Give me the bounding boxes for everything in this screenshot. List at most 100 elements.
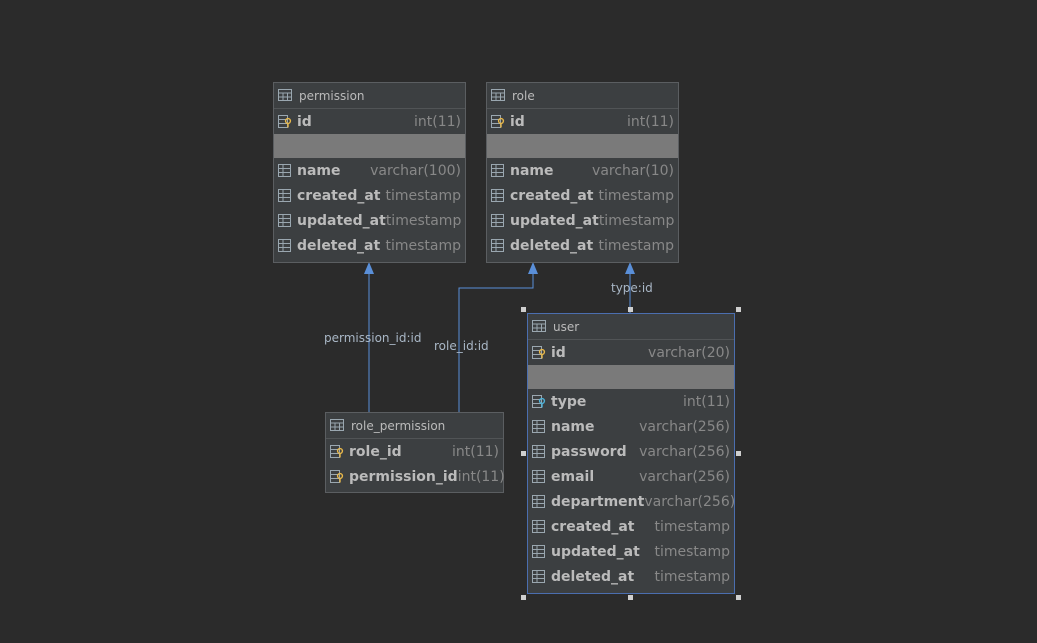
- column-icon: [278, 214, 291, 227]
- column-row-pk[interactable]: id int(11): [487, 109, 678, 134]
- column-row[interactable]: name varchar(100): [274, 158, 465, 183]
- column-icon: [491, 164, 504, 177]
- table-user[interactable]: user id varchar(20) type int(11): [527, 313, 735, 594]
- column-row[interactable]: updated_at timestamp: [528, 539, 734, 564]
- column-name: role_id: [349, 443, 402, 460]
- column-name: type: [551, 393, 587, 410]
- primary-key-icon: [330, 445, 344, 458]
- table-role-permission[interactable]: role_permission role_id int(11) permissi…: [325, 412, 505, 493]
- edge-label-type-id: type:id: [611, 281, 653, 295]
- column-icon: [532, 470, 545, 483]
- table-role[interactable]: role id int(11) name varchar(10): [486, 82, 679, 263]
- column-name: email: [551, 468, 595, 485]
- column-row[interactable]: updated_at timestamp: [274, 208, 465, 233]
- column-row[interactable]: deleted_at timestamp: [528, 564, 734, 589]
- column-type: int(11): [452, 443, 499, 460]
- column-icon: [532, 420, 545, 433]
- resize-handle-top-left[interactable]: [521, 307, 526, 312]
- column-row-fk[interactable]: type int(11): [528, 389, 734, 414]
- column-row-pk[interactable]: id int(11): [274, 109, 465, 134]
- column-type: varchar(10): [592, 162, 674, 179]
- primary-key-icon: [330, 470, 344, 483]
- column-name: deleted_at: [551, 568, 635, 585]
- resize-handle-bottom-left[interactable]: [521, 595, 526, 600]
- table-icon: [278, 89, 292, 101]
- primary-key-icon: [532, 346, 546, 359]
- column-icon: [491, 214, 504, 227]
- resize-handle-right[interactable]: [736, 451, 741, 456]
- column-type: timestamp: [654, 518, 730, 535]
- column-icon: [278, 189, 291, 202]
- arrow-role: [528, 262, 538, 274]
- column-row[interactable]: deleted_at timestamp: [274, 233, 465, 258]
- column-type: timestamp: [385, 212, 462, 229]
- column-name: deleted_at: [510, 237, 594, 254]
- table-header[interactable]: user: [528, 314, 734, 340]
- column-type: int(11): [414, 113, 461, 130]
- column-type: timestamp: [654, 543, 730, 560]
- column-row[interactable]: name varchar(10): [487, 158, 678, 183]
- table-header[interactable]: role: [487, 83, 678, 109]
- column-name: department: [551, 493, 645, 510]
- column-type: timestamp: [385, 187, 461, 204]
- column-type: timestamp: [598, 237, 674, 254]
- resize-handle-bottom[interactable]: [628, 595, 633, 600]
- column-row[interactable]: email varchar(256): [528, 464, 734, 489]
- table-permission[interactable]: permission id int(11) name varchar(100): [273, 82, 466, 263]
- column-row[interactable]: created_at timestamp: [528, 514, 734, 539]
- column-name: created_at: [297, 187, 381, 204]
- column-name: id: [510, 113, 525, 130]
- column-row[interactable]: updated_at timestamp: [487, 208, 678, 233]
- table-header[interactable]: permission: [274, 83, 465, 109]
- column-type: varchar(256): [639, 468, 730, 485]
- foreign-key-icon: [532, 395, 546, 408]
- column-name: name: [297, 162, 341, 179]
- arrow-role-type: [625, 262, 635, 274]
- table-title: permission: [299, 88, 365, 103]
- column-name: updated_at: [551, 543, 640, 560]
- column-name: name: [551, 418, 595, 435]
- column-row[interactable]: name varchar(256): [528, 414, 734, 439]
- column-row[interactable]: password varchar(256): [528, 439, 734, 464]
- column-type: int(11): [683, 393, 730, 410]
- column-name: updated_at: [297, 212, 386, 229]
- column-type: timestamp: [654, 568, 730, 585]
- column-icon: [532, 520, 545, 533]
- primary-key-icon: [278, 115, 292, 128]
- column-name: deleted_at: [297, 237, 381, 254]
- column-type: timestamp: [598, 187, 674, 204]
- column-row[interactable]: deleted_at timestamp: [487, 233, 678, 258]
- column-type: int(11): [457, 468, 505, 485]
- column-icon: [491, 189, 504, 202]
- row-separator: [487, 134, 678, 158]
- table-header[interactable]: role_permission: [326, 413, 503, 439]
- arrow-permission: [364, 262, 374, 274]
- column-row-pk[interactable]: role_id int(11): [326, 439, 503, 464]
- column-name: created_at: [510, 187, 594, 204]
- resize-handle-top[interactable]: [628, 307, 633, 312]
- column-row[interactable]: created_at timestamp: [274, 183, 465, 208]
- column-icon: [491, 239, 504, 252]
- column-row-pk[interactable]: id varchar(20): [528, 340, 734, 365]
- row-separator: [528, 365, 734, 389]
- column-type: varchar(256): [639, 418, 730, 435]
- resize-handle-bottom-right[interactable]: [736, 595, 741, 600]
- column-type: timestamp: [598, 212, 675, 229]
- table-icon: [491, 89, 505, 101]
- column-row[interactable]: created_at timestamp: [487, 183, 678, 208]
- column-row[interactable]: department varchar(256): [528, 489, 736, 514]
- table-icon: [532, 320, 546, 332]
- column-name: password: [551, 443, 627, 460]
- table-title: user: [553, 319, 580, 334]
- column-type: varchar(256): [639, 443, 730, 460]
- column-name: updated_at: [510, 212, 599, 229]
- column-icon: [532, 495, 545, 508]
- column-row-pk[interactable]: permission_id int(11): [326, 464, 505, 489]
- resize-handle-top-right[interactable]: [736, 307, 741, 312]
- primary-key-icon: [491, 115, 505, 128]
- column-icon: [278, 239, 291, 252]
- table-title: role: [512, 88, 535, 103]
- column-type: varchar(256): [644, 493, 736, 510]
- resize-handle-left[interactable]: [521, 451, 526, 456]
